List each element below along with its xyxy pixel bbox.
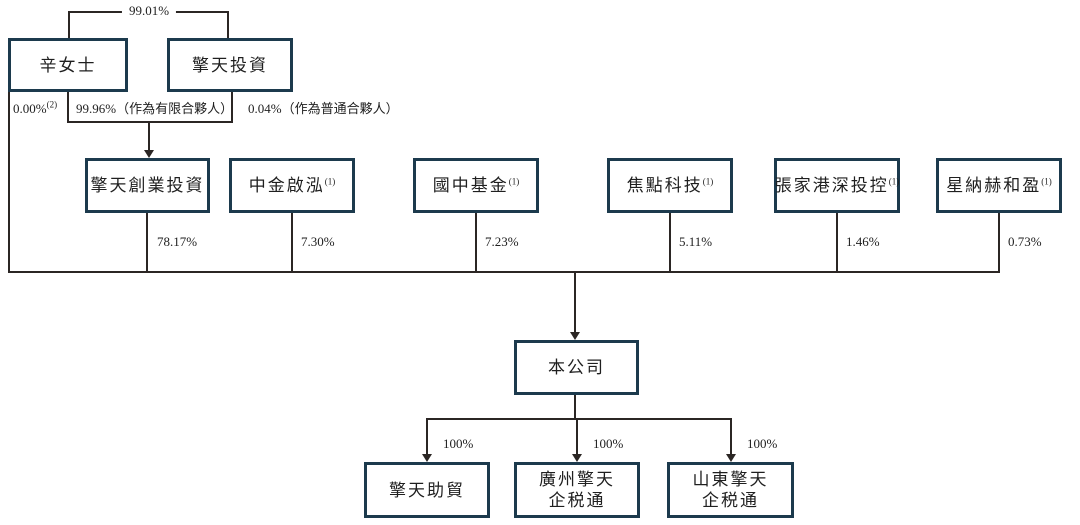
- stake-label-subsidiary-0: 100%: [443, 436, 474, 451]
- connector-shareholder-0: [146, 213, 148, 273]
- subsidiary-2-line2: 企税通: [702, 491, 759, 510]
- box-zhangjiagang-shentoukong: 張家港深投控(1): [774, 158, 900, 213]
- shareholder-4-footnote: (1): [888, 176, 900, 187]
- shareholder-2-name: 國中基金: [432, 176, 509, 195]
- box-xingna-heying: 星納赫和盈(1): [936, 158, 1062, 213]
- stake-label-shareholder-4: 1.46%: [846, 234, 880, 249]
- connector-partners-merge: [67, 121, 233, 123]
- connector-bus-to-company: [574, 271, 576, 333]
- box-ms-xin-label: 辛女士: [39, 55, 97, 75]
- stake-label-qingtian-gp: 0.04%（作為普通合夥人）: [248, 101, 399, 116]
- box-zhangjiagang-shentoukong-label: 張家港深投控(1): [775, 175, 900, 196]
- stake-label-xin-direct: 0.00%(2): [13, 99, 58, 117]
- shareholder-5-footnote: (1): [1041, 176, 1052, 187]
- connector-shareholder-1: [291, 213, 293, 273]
- arrowhead-to-company: [570, 332, 580, 340]
- stake-label-subsidiary-2: 100%: [747, 436, 778, 451]
- subsidiary-2-line1: 山東擎天: [692, 470, 769, 489]
- box-qingtian-investment-label: 擎天投資: [192, 55, 268, 75]
- box-jiaodian-tech: 焦點科技(1): [607, 158, 733, 213]
- box-guozhong-fund: 國中基金(1): [413, 158, 539, 213]
- shareholder-1-name: 中金啟泓: [248, 176, 325, 195]
- stake-label-shareholder-1: 7.30%: [301, 234, 335, 249]
- shareholder-3-name: 焦點科技: [626, 176, 703, 195]
- stake-label-shareholder-3: 5.11%: [679, 234, 713, 249]
- box-zhongjin-qihong: 中金啟泓(1): [229, 158, 355, 213]
- connector-shareholder-4: [836, 213, 838, 273]
- connector-shareholder-2: [475, 213, 477, 273]
- box-guozhong-fund-label: 國中基金(1): [433, 175, 520, 196]
- shareholder-1-footnote: (1): [324, 176, 336, 187]
- arrowhead-to-qtvc: [144, 150, 154, 158]
- box-zhongjin-qihong-label: 中金啟泓(1): [249, 175, 336, 196]
- connector-subsidiary-0: [426, 418, 428, 455]
- box-shandong-qishuitong: 山東擎天企税通: [667, 462, 794, 518]
- connector-subsidiary-2: [730, 418, 732, 455]
- shareholder-2-footnote: (1): [508, 176, 520, 187]
- connector-shareholder-3: [669, 213, 671, 273]
- box-guangzhou-qishuitong: 廣州擎天企税通: [514, 462, 640, 518]
- connector-company-stem: [574, 395, 576, 420]
- subsidiary-0-line1: 擎天助貿: [389, 480, 465, 500]
- connector-xin-to-bus: [8, 92, 10, 273]
- stake-label-shareholder-2: 7.23%: [485, 234, 519, 249]
- box-qingtian-venture-label: 擎天創業投資: [91, 175, 205, 196]
- stake-label-shareholder-0: 78.17%: [157, 234, 198, 249]
- box-company: 本公司: [514, 340, 639, 395]
- subsidiary-1-line2: 企税通: [548, 491, 606, 510]
- stake-label-shareholder-5: 0.73%: [1008, 234, 1042, 249]
- connector-owner2-stub: [227, 11, 229, 38]
- connector-subsidiary-1: [576, 418, 578, 455]
- bus-line-subsidiaries: [426, 418, 732, 420]
- box-qingtian-investment: 擎天投資: [167, 38, 293, 92]
- arrowhead-subsidiary-2: [726, 454, 736, 462]
- subsidiary-1-line1: 廣州擎天: [539, 470, 615, 489]
- shareholder-4-name: 張家港深投控: [774, 176, 889, 195]
- connector-owner1-stub: [68, 11, 70, 38]
- box-ms-xin: 辛女士: [8, 38, 128, 92]
- stake-label-subsidiary-1: 100%: [593, 436, 624, 451]
- shareholder-3-footnote: (1): [702, 176, 714, 187]
- stake-label-xin-lp: 99.96%（作為有限合夥人）: [76, 101, 234, 116]
- bus-line-shareholders: [8, 271, 1000, 273]
- shareholder-5-name: 星納赫和盈: [946, 176, 1042, 195]
- stake-xin-direct-footnote: (2): [46, 99, 58, 110]
- arrowhead-subsidiary-0: [422, 454, 432, 462]
- connector-xin-lp: [67, 92, 69, 123]
- box-jiaodian-tech-label: 焦點科技(1): [627, 175, 714, 196]
- box-qingtian-venture: 擎天創業投資: [85, 158, 210, 213]
- box-company-label: 本公司: [548, 358, 605, 377]
- connector-shareholder-5: [998, 213, 1000, 273]
- stake-xin-direct-value: 0.00%: [13, 101, 47, 116]
- shareholder-0-name: 擎天創業投資: [90, 176, 205, 195]
- joint-stake-label: 99.01%: [121, 3, 177, 19]
- connector-qingtian-gp: [231, 92, 233, 123]
- box-xingna-heying-label: 星納赫和盈(1): [946, 175, 1052, 196]
- connector-to-qtvc-stem: [148, 121, 150, 151]
- box-qingtian-zhumao: 擎天助貿: [364, 462, 490, 518]
- arrowhead-subsidiary-1: [572, 454, 582, 462]
